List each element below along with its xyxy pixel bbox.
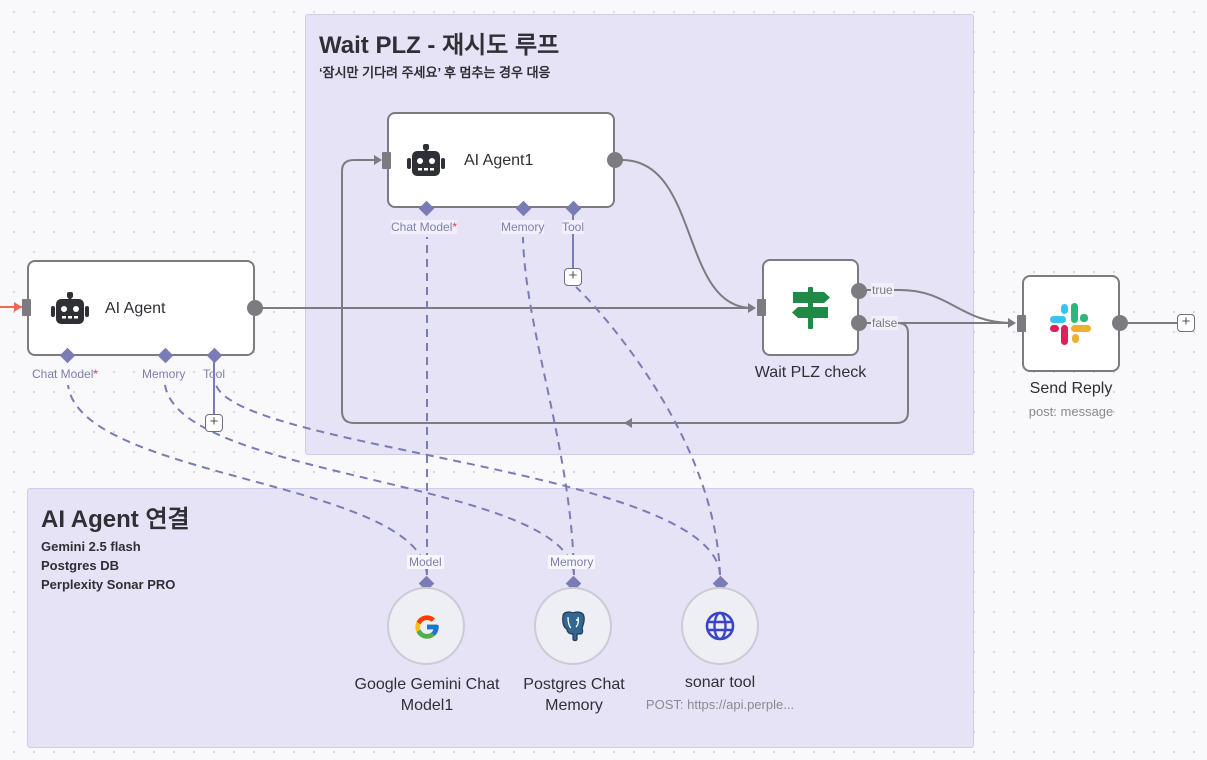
node-label: Send Reply xyxy=(1029,380,1113,397)
globe-icon xyxy=(705,611,735,641)
node-subtitle: POST: https://api.perple... xyxy=(645,697,795,712)
node-send-reply[interactable] xyxy=(1022,275,1120,372)
loop-arrowhead xyxy=(624,418,632,428)
postgres-elephant-icon xyxy=(562,611,585,642)
node-label-line: Google Gemini Chat xyxy=(354,676,500,693)
node-subtitle: post: message xyxy=(1028,404,1114,419)
robot-icon xyxy=(51,292,89,324)
tool-port-label: Tool xyxy=(562,220,585,234)
edge-gemini-to-ai-agent[interactable] xyxy=(67,384,428,576)
node-label: Wait PLZ check xyxy=(754,364,867,381)
true-output-label: true xyxy=(871,283,894,297)
tool-port-label: Tool xyxy=(203,367,226,381)
node-label: sonar tool xyxy=(684,674,756,691)
required-mark: * xyxy=(93,367,99,381)
slack-icon xyxy=(1050,303,1091,345)
arrowhead xyxy=(374,155,382,165)
sticky-title: AI Agent 연결 xyxy=(41,506,190,533)
node-postgres-chat-memory[interactable] xyxy=(534,587,612,665)
edge-postgres-to-ai-agent[interactable] xyxy=(164,384,575,576)
node-sonar-tool[interactable] xyxy=(681,587,759,665)
output-port[interactable] xyxy=(247,300,263,316)
node-ai-agent[interactable]: AI Agent xyxy=(27,260,255,356)
robot-icon xyxy=(407,144,445,176)
sticky-subtitle: ‘잠시만 기다려 주세요’ 후 멈추는 경우 대응 xyxy=(319,65,551,80)
sticky-title: Wait PLZ - 재시도 루프 xyxy=(319,32,560,59)
memory-connector-label: Memory xyxy=(548,555,596,569)
memory-port-label: Memory xyxy=(142,367,186,381)
required-mark: * xyxy=(452,220,458,234)
model-connector-label: Model xyxy=(407,555,444,569)
sticky-line: Postgres DB xyxy=(41,558,120,573)
output-port[interactable] xyxy=(607,152,623,168)
input-port[interactable] xyxy=(1017,315,1026,332)
edge-sonar-to-ai-agent1[interactable] xyxy=(575,286,721,576)
google-icon xyxy=(415,615,439,639)
false-output-port[interactable] xyxy=(851,315,867,331)
node-label-line: Memory xyxy=(545,697,603,714)
node-label-line: Model1 xyxy=(400,697,454,714)
sticky-note-ai-agent-connection[interactable]: AI Agent 연결 Gemini 2.5 flash Postgres DB… xyxy=(27,488,974,748)
chat-model-port-label: Chat Model* xyxy=(391,220,458,234)
input-port[interactable] xyxy=(382,152,391,169)
node-label-line: Postgres Chat xyxy=(523,676,625,693)
port-label-text: Chat Model xyxy=(391,220,453,234)
sticky-note-wait-plz[interactable]: Wait PLZ - 재시도 루프 ‘잠시만 기다려 주세요’ 후 멈추는 경우… xyxy=(305,14,974,455)
node-label: AI Agent xyxy=(105,300,166,317)
input-port[interactable] xyxy=(757,299,766,316)
input-port[interactable] xyxy=(22,299,31,316)
edge-true-to-send-reply[interactable] xyxy=(866,289,1013,324)
false-output-label: false xyxy=(871,316,899,330)
add-tool-button[interactable]: + xyxy=(205,414,223,432)
true-output-port[interactable] xyxy=(851,283,867,299)
node-wait-plz-check[interactable] xyxy=(762,259,859,356)
add-tool-button[interactable]: + xyxy=(564,268,582,286)
output-port[interactable] xyxy=(1112,315,1128,331)
signpost-icon xyxy=(792,287,830,329)
edge-sonar-to-ai-agent[interactable] xyxy=(215,384,721,576)
add-node-button[interactable]: + xyxy=(1177,314,1195,332)
edge-postgres-to-ai-agent1[interactable] xyxy=(522,236,575,576)
incoming-arrowhead xyxy=(14,302,22,312)
arrowhead xyxy=(1008,318,1016,328)
chat-model-port-label: Chat Model* xyxy=(32,367,98,381)
port-label-text: Chat Model xyxy=(32,367,94,381)
node-label: Google Gemini Chat Model1 xyxy=(336,674,518,716)
memory-port-label: Memory xyxy=(501,220,545,234)
node-label: Postgres Chat Memory xyxy=(500,674,648,716)
node-label: AI Agent1 xyxy=(464,152,534,169)
node-ai-agent1[interactable]: AI Agent1 xyxy=(387,112,615,208)
sticky-line: Perplexity Sonar PRO xyxy=(41,577,176,592)
edge-ai-agent1-to-wait-check[interactable] xyxy=(621,159,753,309)
sticky-line: Gemini 2.5 flash xyxy=(41,539,141,554)
node-google-gemini[interactable] xyxy=(387,587,465,665)
